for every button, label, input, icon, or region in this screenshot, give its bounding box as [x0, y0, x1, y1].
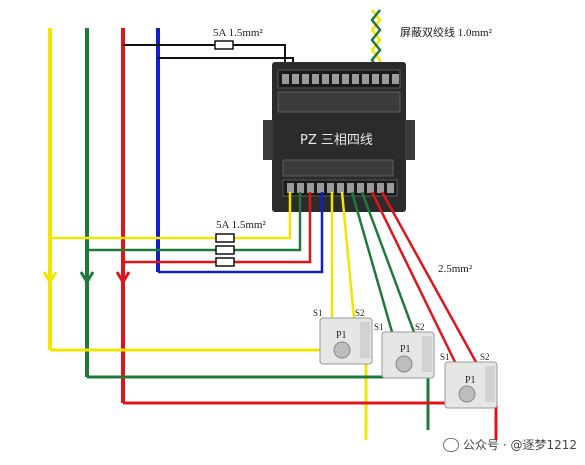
- watermark: 公众号 · @逐梦1212: [443, 436, 577, 453]
- shielded-pair-yellow: [370, 9, 382, 81]
- current-transformer-3: P1 S1 S2: [440, 352, 498, 409]
- meter-side-right: [405, 120, 415, 160]
- fuse-top-label: 5A 1.5mm²: [213, 27, 263, 39]
- meter-top-label-strip: [277, 91, 401, 113]
- svg-text:S1: S1: [440, 352, 450, 362]
- meter-top-terminals: [282, 74, 399, 84]
- fuse-a: [215, 233, 235, 243]
- voltage-wire-b: [87, 192, 302, 252]
- ct1-s2-wire: [340, 191, 356, 319]
- shielded-pair-green: [370, 9, 386, 81]
- svg-text:S1: S1: [374, 322, 384, 332]
- ct2-s1-wire: [350, 191, 394, 333]
- svg-text:S2: S2: [355, 308, 365, 318]
- meter-side-left: [263, 120, 273, 160]
- fuse-top: [214, 40, 234, 50]
- svg-text:P1: P1: [465, 375, 476, 386]
- ct-wire-label: 2.5mm²: [438, 263, 473, 275]
- fuse-bottom-label: 5A 1.5mm²: [216, 219, 266, 231]
- ct3-s2-wire: [380, 191, 478, 363]
- current-transformer-2: P1 S1 S2: [374, 322, 435, 379]
- meter-bottom-terminals: [287, 183, 394, 193]
- fuse-b: [215, 245, 235, 255]
- fuse-c: [215, 257, 235, 267]
- ct3-s1-wire: [370, 191, 457, 363]
- svg-text:S2: S2: [415, 322, 425, 332]
- voltage-wire-n: [158, 192, 324, 274]
- svg-text:S1: S1: [313, 308, 323, 318]
- svg-text:S2: S2: [480, 352, 490, 362]
- meter-bottom-label-strip: [282, 159, 394, 177]
- voltage-wire-c: [123, 192, 312, 264]
- chat-bubble-icon: [443, 437, 460, 452]
- voltage-wire-a: [50, 192, 292, 240]
- phase-b-arrow-icon: [79, 271, 95, 285]
- phase-a-arrow-icon: [42, 271, 58, 285]
- primary-a: [50, 348, 368, 440]
- meter-title: PZ 三相四线: [300, 133, 373, 148]
- phase-c-arrow-icon: [115, 271, 131, 285]
- svg-text:P1: P1: [400, 344, 411, 355]
- current-transformer-1: P1 S1 S2: [313, 308, 373, 365]
- svg-text:P1: P1: [336, 330, 347, 341]
- aux-power-wire-1: [123, 44, 286, 80]
- ct2-s2-wire: [360, 191, 416, 333]
- watermark-text: 公众号 · @逐梦1212: [463, 438, 577, 452]
- primary-c: [123, 401, 498, 440]
- shielded-label: 屏蔽双绞线 1.0mm²: [400, 25, 493, 39]
